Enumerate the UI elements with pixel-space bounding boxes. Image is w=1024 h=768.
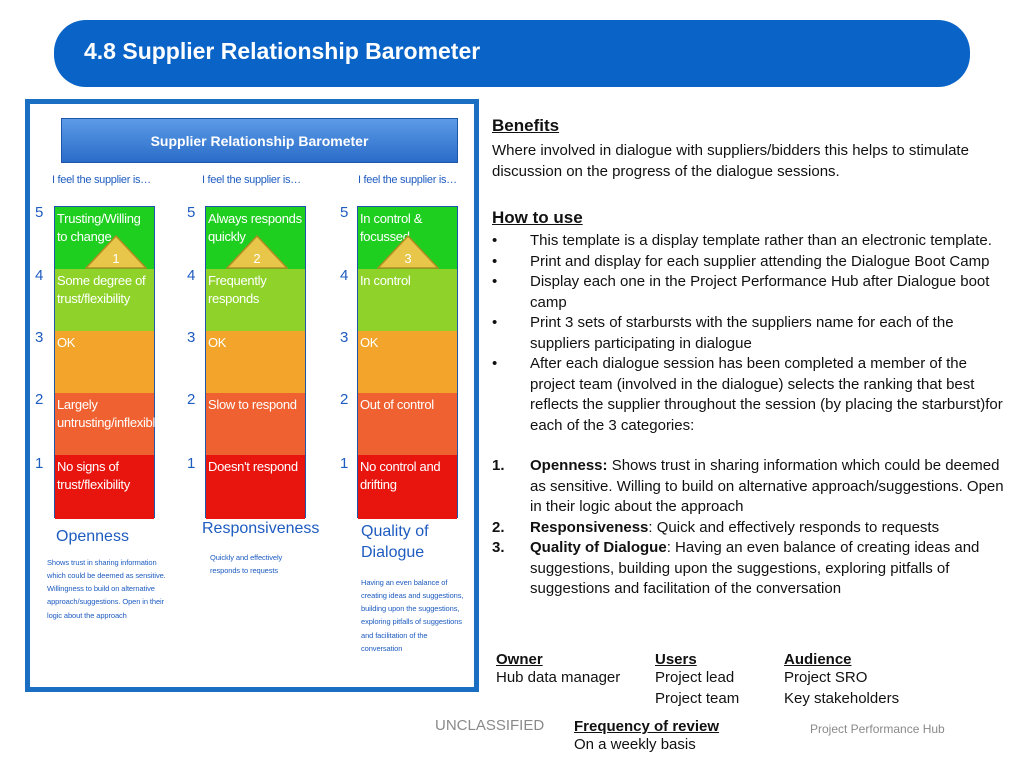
benefits-text: Where involved in dialogue with supplier… [492,142,969,180]
responsiveness-level-2: Slow to respond [206,393,305,455]
feel-label-openness: I feel the supplier is… [52,174,151,186]
frequency-value: On a weekly basis [574,736,696,753]
responsiveness-level-1: Doesn't respond [206,455,305,519]
description-quality: Having an even balance of creating ideas… [361,578,464,653]
quality-level-4: In control [358,269,457,331]
list-item: •This template is a display template rat… [492,231,1010,252]
responsiveness-level-3: OK [206,331,305,393]
quality-level-3: OK [358,331,457,393]
benefits-heading: Benefits [492,116,560,135]
categories-list: 1.Openness: Shows trust in sharing infor… [492,456,1010,600]
category-responsiveness: Responsiveness [202,520,320,537]
scale-1: 1 [340,455,349,472]
list-item: 1.Openness: Shows trust in sharing infor… [492,457,1004,515]
bullet-icon: • [492,314,498,331]
list-item: •After each dialogue session has been co… [492,355,1003,434]
frequency-heading: Frequency of review [574,718,720,735]
list-item: •Display each one in the Project Perform… [492,273,990,311]
scale-2: 2 [187,391,196,408]
list-item: 3.Quality of Dialogue: Having an even ba… [492,539,980,597]
starburst-marker-icon [85,235,147,269]
marker-label-2: 2 [253,251,261,266]
frequency-block: Frequency of review On a weekly basis [574,718,719,756]
openness-level-4: Some degree of trust/flexibility [55,269,154,331]
audience-value: Project SRO [784,669,868,686]
scale-3: 3 [187,329,196,346]
category-quality: Quality of Dialogue [361,523,429,561]
owner-value: Hub data manager [496,669,621,686]
marker-label-1: 1 [112,251,120,266]
scale-3: 3 [340,329,349,346]
users-block: Users Project lead Project team [655,651,739,709]
scale-2: 2 [35,391,44,408]
category-openness: Openness [56,528,129,545]
scale-3: 3 [35,329,44,346]
starburst-marker-icon [377,235,439,269]
how-to-use-heading: How to use [492,208,583,227]
starburst-marker-icon [226,235,288,269]
scale-4: 4 [187,267,196,284]
users-heading: Users [655,651,697,668]
feel-label-quality: I feel the supplier is… [358,174,457,186]
list-item: 2.Responsiveness: Quick and effectively … [492,518,940,536]
owner-block: Owner Hub data manager [496,651,620,689]
quality-level-2: Out of control [358,393,457,455]
list-item: •Print and display for each supplier att… [492,252,1010,273]
scale-5: 5 [340,204,349,221]
users-value: Project team [655,689,740,707]
description-openness: Shows trust in sharing information which… [47,558,166,620]
benefits-section: Benefits Where involved in dialogue with… [492,116,982,182]
scale-1: 1 [35,455,44,472]
scale-5: 5 [35,204,44,221]
owner-heading: Owner [496,651,543,668]
scale-2: 2 [340,391,349,408]
users-value: Project lead [655,669,735,686]
page-title: 4.8 Supplier Relationship Barometer [84,38,481,64]
scale-5: 5 [187,204,196,221]
scale-4: 4 [35,267,44,284]
list-item: •Print 3 sets of starbursts with the sup… [492,314,954,352]
bullet-icon: • [492,355,498,372]
openness-column: Trusting/Willing to change Some degree o… [54,206,162,519]
bullet-icon: • [492,232,498,249]
bullet-icon: • [492,252,498,270]
openness-level-1: No signs of trust/flexibility [55,455,154,519]
openness-level-3: OK [55,331,154,393]
how-to-use-list: •This template is a display template rat… [492,231,1010,436]
feel-label-responsiveness: I feel the supplier is… [202,174,301,186]
marker-label-3: 3 [404,251,412,266]
quality-column: In control & focussed In control OK Out … [357,206,458,519]
barometer-header: Supplier Relationship Barometer [61,118,458,163]
scale-4: 4 [340,267,349,284]
title-bar: 4.8 Supplier Relationship Barometer [54,20,970,87]
responsiveness-level-4: Frequently responds [206,269,305,331]
quality-level-1: No control and drifting [358,455,457,519]
how-to-use-section: How to use •This template is a display t… [492,208,1010,600]
barometer-panel: Supplier Relationship Barometer I feel t… [25,99,479,692]
scale-1: 1 [187,455,196,472]
classification-label: UNCLASSIFIED [435,717,545,734]
audience-heading: Audience [784,651,852,668]
audience-value: Key stakeholders [784,689,900,707]
openness-level-2: Largely untrusting/inflexible [55,393,162,455]
description-responsiveness: Quickly and effectively responds to requ… [210,553,283,576]
audience-block: Audience Project SRO Key stakeholders [784,651,899,709]
footer-brand: Project Performance Hub [810,722,945,736]
bullet-icon: • [492,273,498,290]
